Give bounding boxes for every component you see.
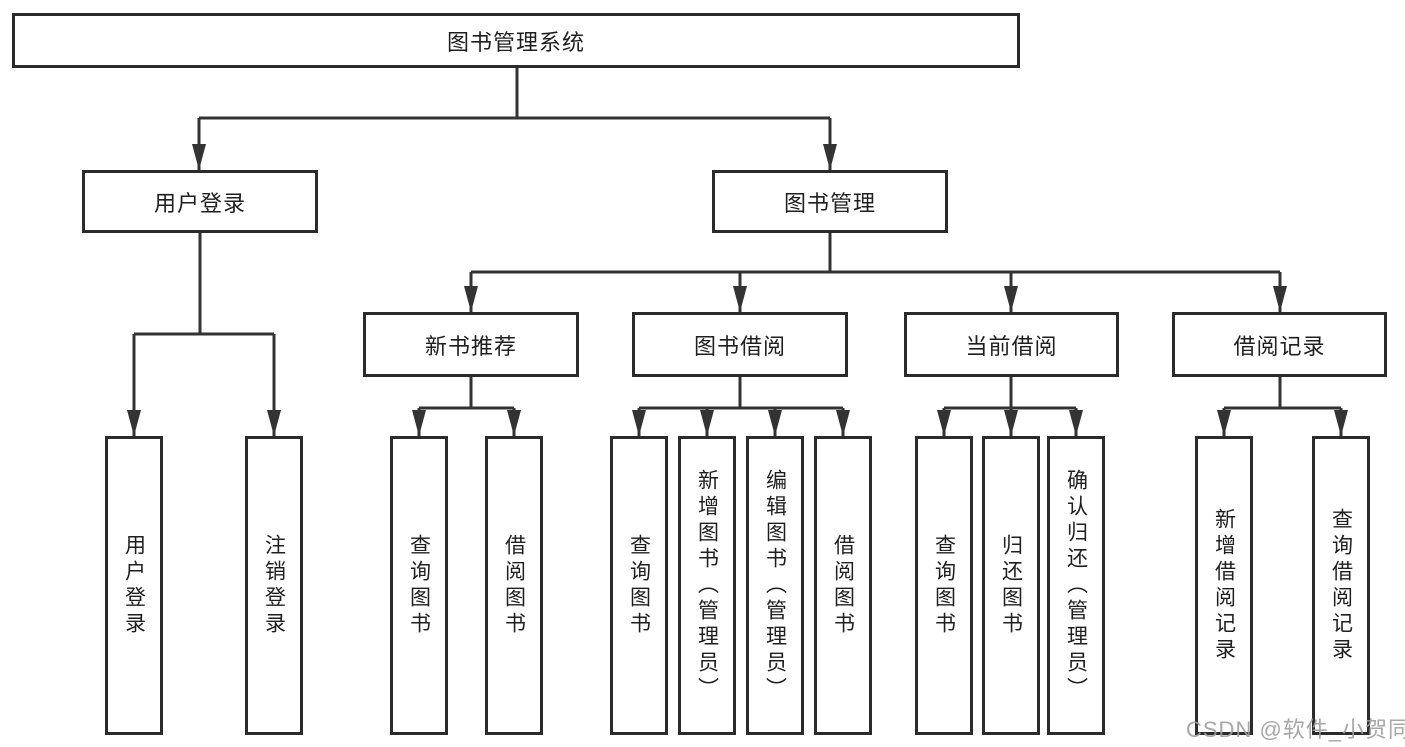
- leaf-borrow-books: 借阅图书: [814, 436, 872, 735]
- leaf-return-book: 归还图书: [982, 436, 1040, 735]
- node-book-borrowing: 图书借阅: [632, 312, 848, 377]
- leaf-add-book-admin: 新增图书（管理员）: [678, 436, 736, 735]
- node-current-borrowing: 当前借阅: [904, 312, 1119, 377]
- leaf-user-login: 用户登录: [105, 436, 163, 735]
- csdn-watermark: CSDN @软件_小贺同学: [1186, 717, 1405, 742]
- node-new-book-recommend: 新书推荐: [363, 312, 579, 377]
- leaf-edit-book-admin: 编辑图书（管理员）: [746, 436, 804, 735]
- leaf-query-books-current: 查询图书: [915, 436, 973, 735]
- node-library-system: 图书管理系统: [12, 13, 1020, 68]
- node-borrowing-records: 借阅记录: [1172, 312, 1387, 377]
- leaf-borrow-books-recommend: 借阅图书: [485, 436, 543, 735]
- leaf-query-books-borrowing: 查询图书: [610, 436, 668, 735]
- leaf-confirm-return-admin: 确认归还（管理员）: [1047, 436, 1105, 735]
- node-book-management: 图书管理: [712, 170, 948, 233]
- node-user-login-branch: 用户登录: [82, 170, 318, 233]
- leaf-query-books-recommend: 查询图书: [390, 436, 448, 735]
- leaf-logout: 注销登录: [245, 436, 303, 735]
- leaf-add-borrow-record: 新增借阅记录: [1195, 436, 1253, 735]
- leaf-query-borrow-record: 查询借阅记录: [1312, 436, 1370, 735]
